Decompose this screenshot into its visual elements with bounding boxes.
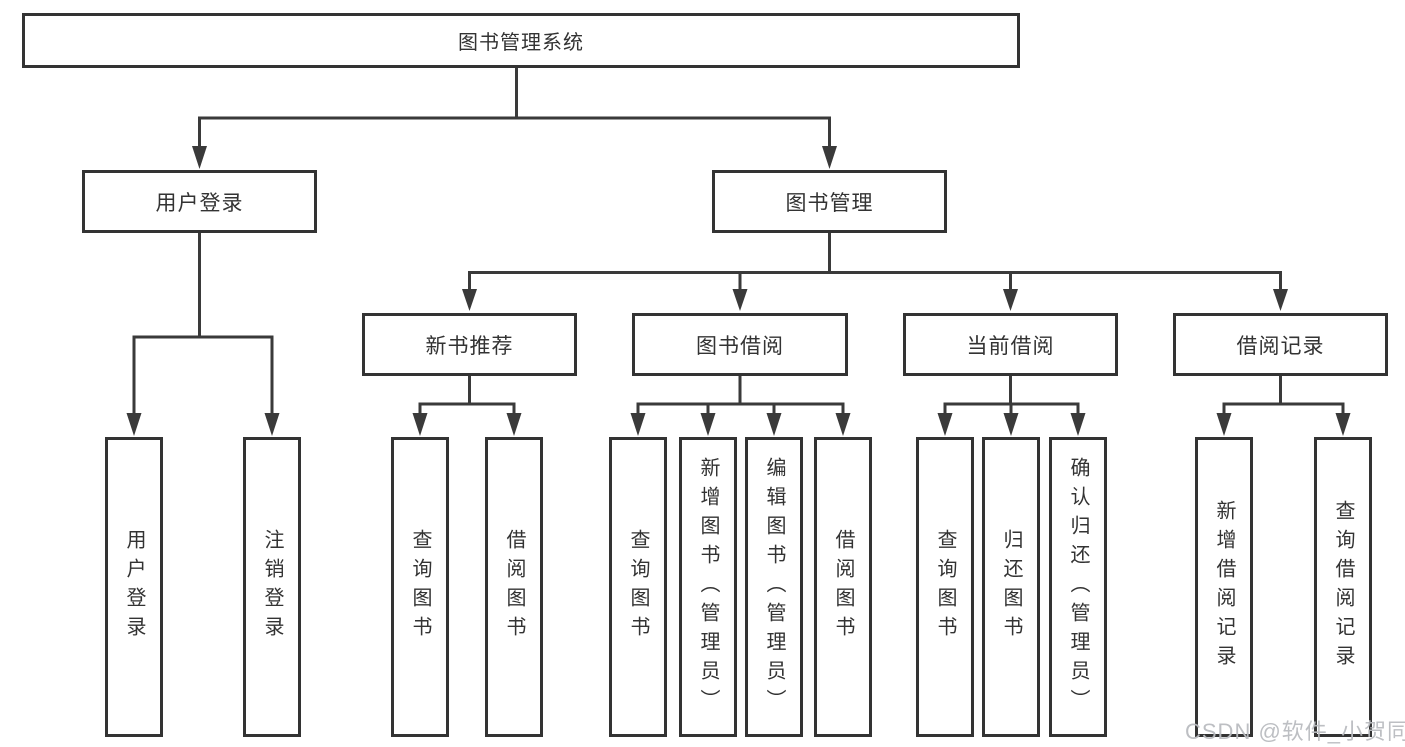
node-new-book-recommend: 新书推荐 bbox=[362, 313, 577, 376]
leaf-edit-books-admin: 编辑图书（管理员） bbox=[745, 437, 803, 737]
connector-user-login-to-leaves bbox=[126, 233, 280, 436]
leaf-add-borrow-record: 新增借阅记录 bbox=[1195, 437, 1253, 737]
node-user-login: 用户登录 bbox=[82, 170, 317, 233]
leaf-edit-books-admin-label: 编辑图书（管理员） bbox=[763, 456, 785, 718]
leaf-user-login: 用户登录 bbox=[105, 437, 163, 737]
node-book-management: 图书管理 bbox=[712, 170, 947, 233]
leaf-return-books-label: 归还图书 bbox=[1000, 529, 1022, 645]
leaf-borrow-query-books-label: 查询图书 bbox=[627, 529, 649, 645]
leaf-borrow-books: 借阅图书 bbox=[814, 437, 872, 737]
leaf-query-borrow-record: 查询借阅记录 bbox=[1314, 437, 1372, 737]
connector-borrow-records-to-leaves bbox=[1216, 376, 1351, 436]
node-borrow-records: 借阅记录 bbox=[1173, 313, 1388, 376]
leaf-current-query-books: 查询图书 bbox=[916, 437, 974, 737]
connector-book-management-to-level3 bbox=[462, 233, 1288, 311]
leaf-add-borrow-record-label: 新增借阅记录 bbox=[1213, 500, 1235, 674]
leaf-recommend-query-books-label: 查询图书 bbox=[409, 529, 431, 645]
leaf-logout-label: 注销登录 bbox=[261, 529, 283, 645]
watermark: CSDN @软件_小贺同学 bbox=[1185, 719, 1405, 744]
leaf-confirm-return-admin-label: 确认归还（管理员） bbox=[1067, 456, 1089, 718]
connector-book-borrow-to-leaves bbox=[630, 376, 851, 436]
node-book-borrow: 图书借阅 bbox=[632, 313, 848, 376]
leaf-recommend-query-books: 查询图书 bbox=[391, 437, 449, 737]
leaf-current-query-books-label: 查询图书 bbox=[934, 529, 956, 645]
leaf-return-books: 归还图书 bbox=[982, 437, 1040, 737]
node-library-system-label: 图书管理系统 bbox=[458, 32, 584, 54]
leaf-recommend-borrow-books-label: 借阅图书 bbox=[503, 529, 525, 645]
connector-current-borrow-to-leaves bbox=[937, 376, 1086, 436]
leaf-borrow-query-books: 查询图书 bbox=[609, 437, 667, 737]
node-book-borrow-label: 图书借阅 bbox=[696, 334, 784, 358]
leaf-user-login-label: 用户登录 bbox=[123, 529, 145, 645]
connector-root-to-level2 bbox=[192, 68, 837, 169]
node-library-system: 图书管理系统 bbox=[22, 13, 1020, 68]
node-borrow-records-label: 借阅记录 bbox=[1236, 334, 1325, 358]
leaf-confirm-return-admin: 确认归还（管理员） bbox=[1049, 437, 1107, 737]
leaf-recommend-borrow-books: 借阅图书 bbox=[485, 437, 543, 737]
leaf-query-borrow-record-label: 查询借阅记录 bbox=[1332, 500, 1354, 674]
node-current-borrow: 当前借阅 bbox=[903, 313, 1118, 376]
connector-new-book-recommend-to-leaves bbox=[412, 376, 522, 436]
leaf-borrow-books-label: 借阅图书 bbox=[832, 529, 854, 645]
node-new-book-recommend-label: 新书推荐 bbox=[425, 334, 514, 358]
leaf-logout: 注销登录 bbox=[243, 437, 301, 737]
leaf-add-books-admin-label: 新增图书（管理员） bbox=[697, 456, 719, 718]
node-current-borrow-label: 当前借阅 bbox=[966, 334, 1055, 358]
leaf-add-books-admin: 新增图书（管理员） bbox=[679, 437, 737, 737]
node-book-management-label: 图书管理 bbox=[785, 191, 874, 215]
node-user-login-label: 用户登录 bbox=[155, 191, 244, 215]
